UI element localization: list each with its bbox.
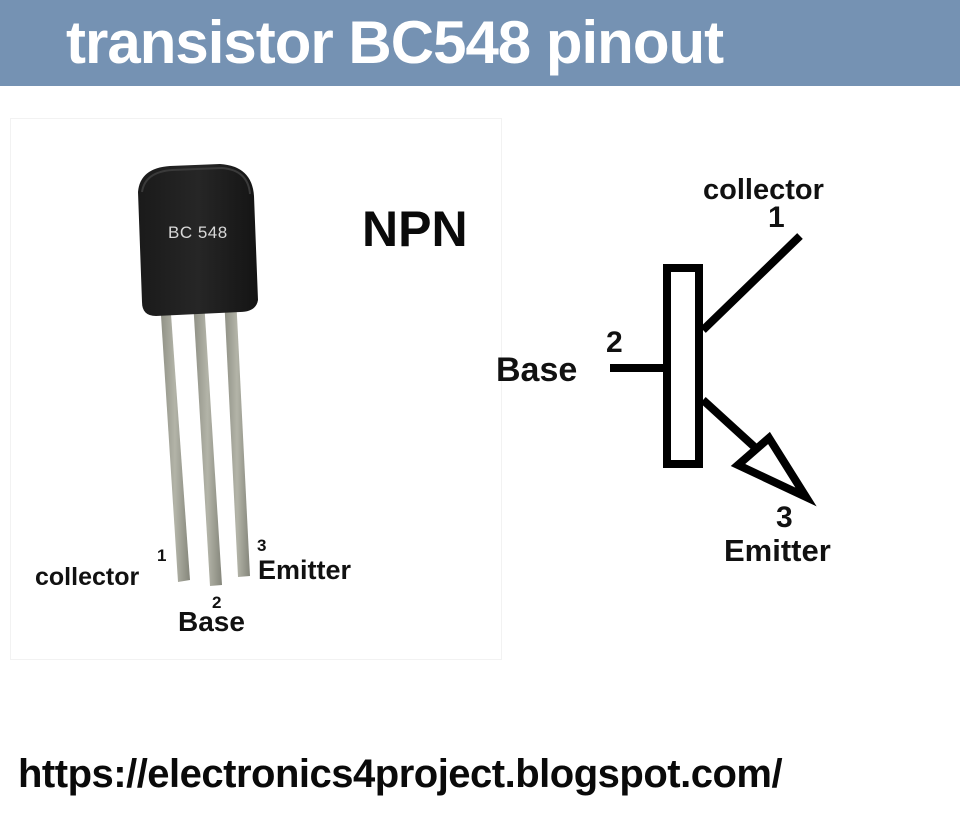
symbol-pin-3-number: 3 xyxy=(776,501,793,534)
npn-type-label: NPN xyxy=(362,201,468,257)
photo-pin-1-label: collector xyxy=(35,563,140,591)
symbol-pin-1-number: 1 xyxy=(768,201,785,234)
photo-pin-3-number: 3 xyxy=(257,536,267,555)
page-title: transistor BC548 pinout xyxy=(66,9,724,76)
collector-lead xyxy=(700,233,803,333)
symbol-pin-1-label: collector xyxy=(703,174,824,206)
collector-leg xyxy=(160,300,190,582)
symbol-pin-3-label: Emitter xyxy=(724,533,831,568)
emitter-arrow-icon xyxy=(730,431,817,507)
transistor-body xyxy=(138,164,258,316)
source-url: https://electronics4project.blogspot.com… xyxy=(18,752,783,796)
base-bar xyxy=(663,264,703,468)
photo-pin-2-number: 2 xyxy=(212,593,222,612)
title-banner: transistor BC548 pinout xyxy=(0,0,960,86)
symbol-pin-2-number: 2 xyxy=(606,326,623,359)
photo-pin-3-label: Emitter xyxy=(258,555,352,585)
emitter-leg xyxy=(224,296,250,577)
emitter-lead xyxy=(700,397,763,455)
photo-pin-1-number: 1 xyxy=(157,546,167,565)
body-marking: BC 548 xyxy=(168,223,228,242)
symbol-pin-2-label: Base xyxy=(496,351,578,389)
photo-pin-2-label: Base xyxy=(178,606,245,637)
base-leg xyxy=(193,300,222,586)
photo-frame xyxy=(10,118,502,660)
